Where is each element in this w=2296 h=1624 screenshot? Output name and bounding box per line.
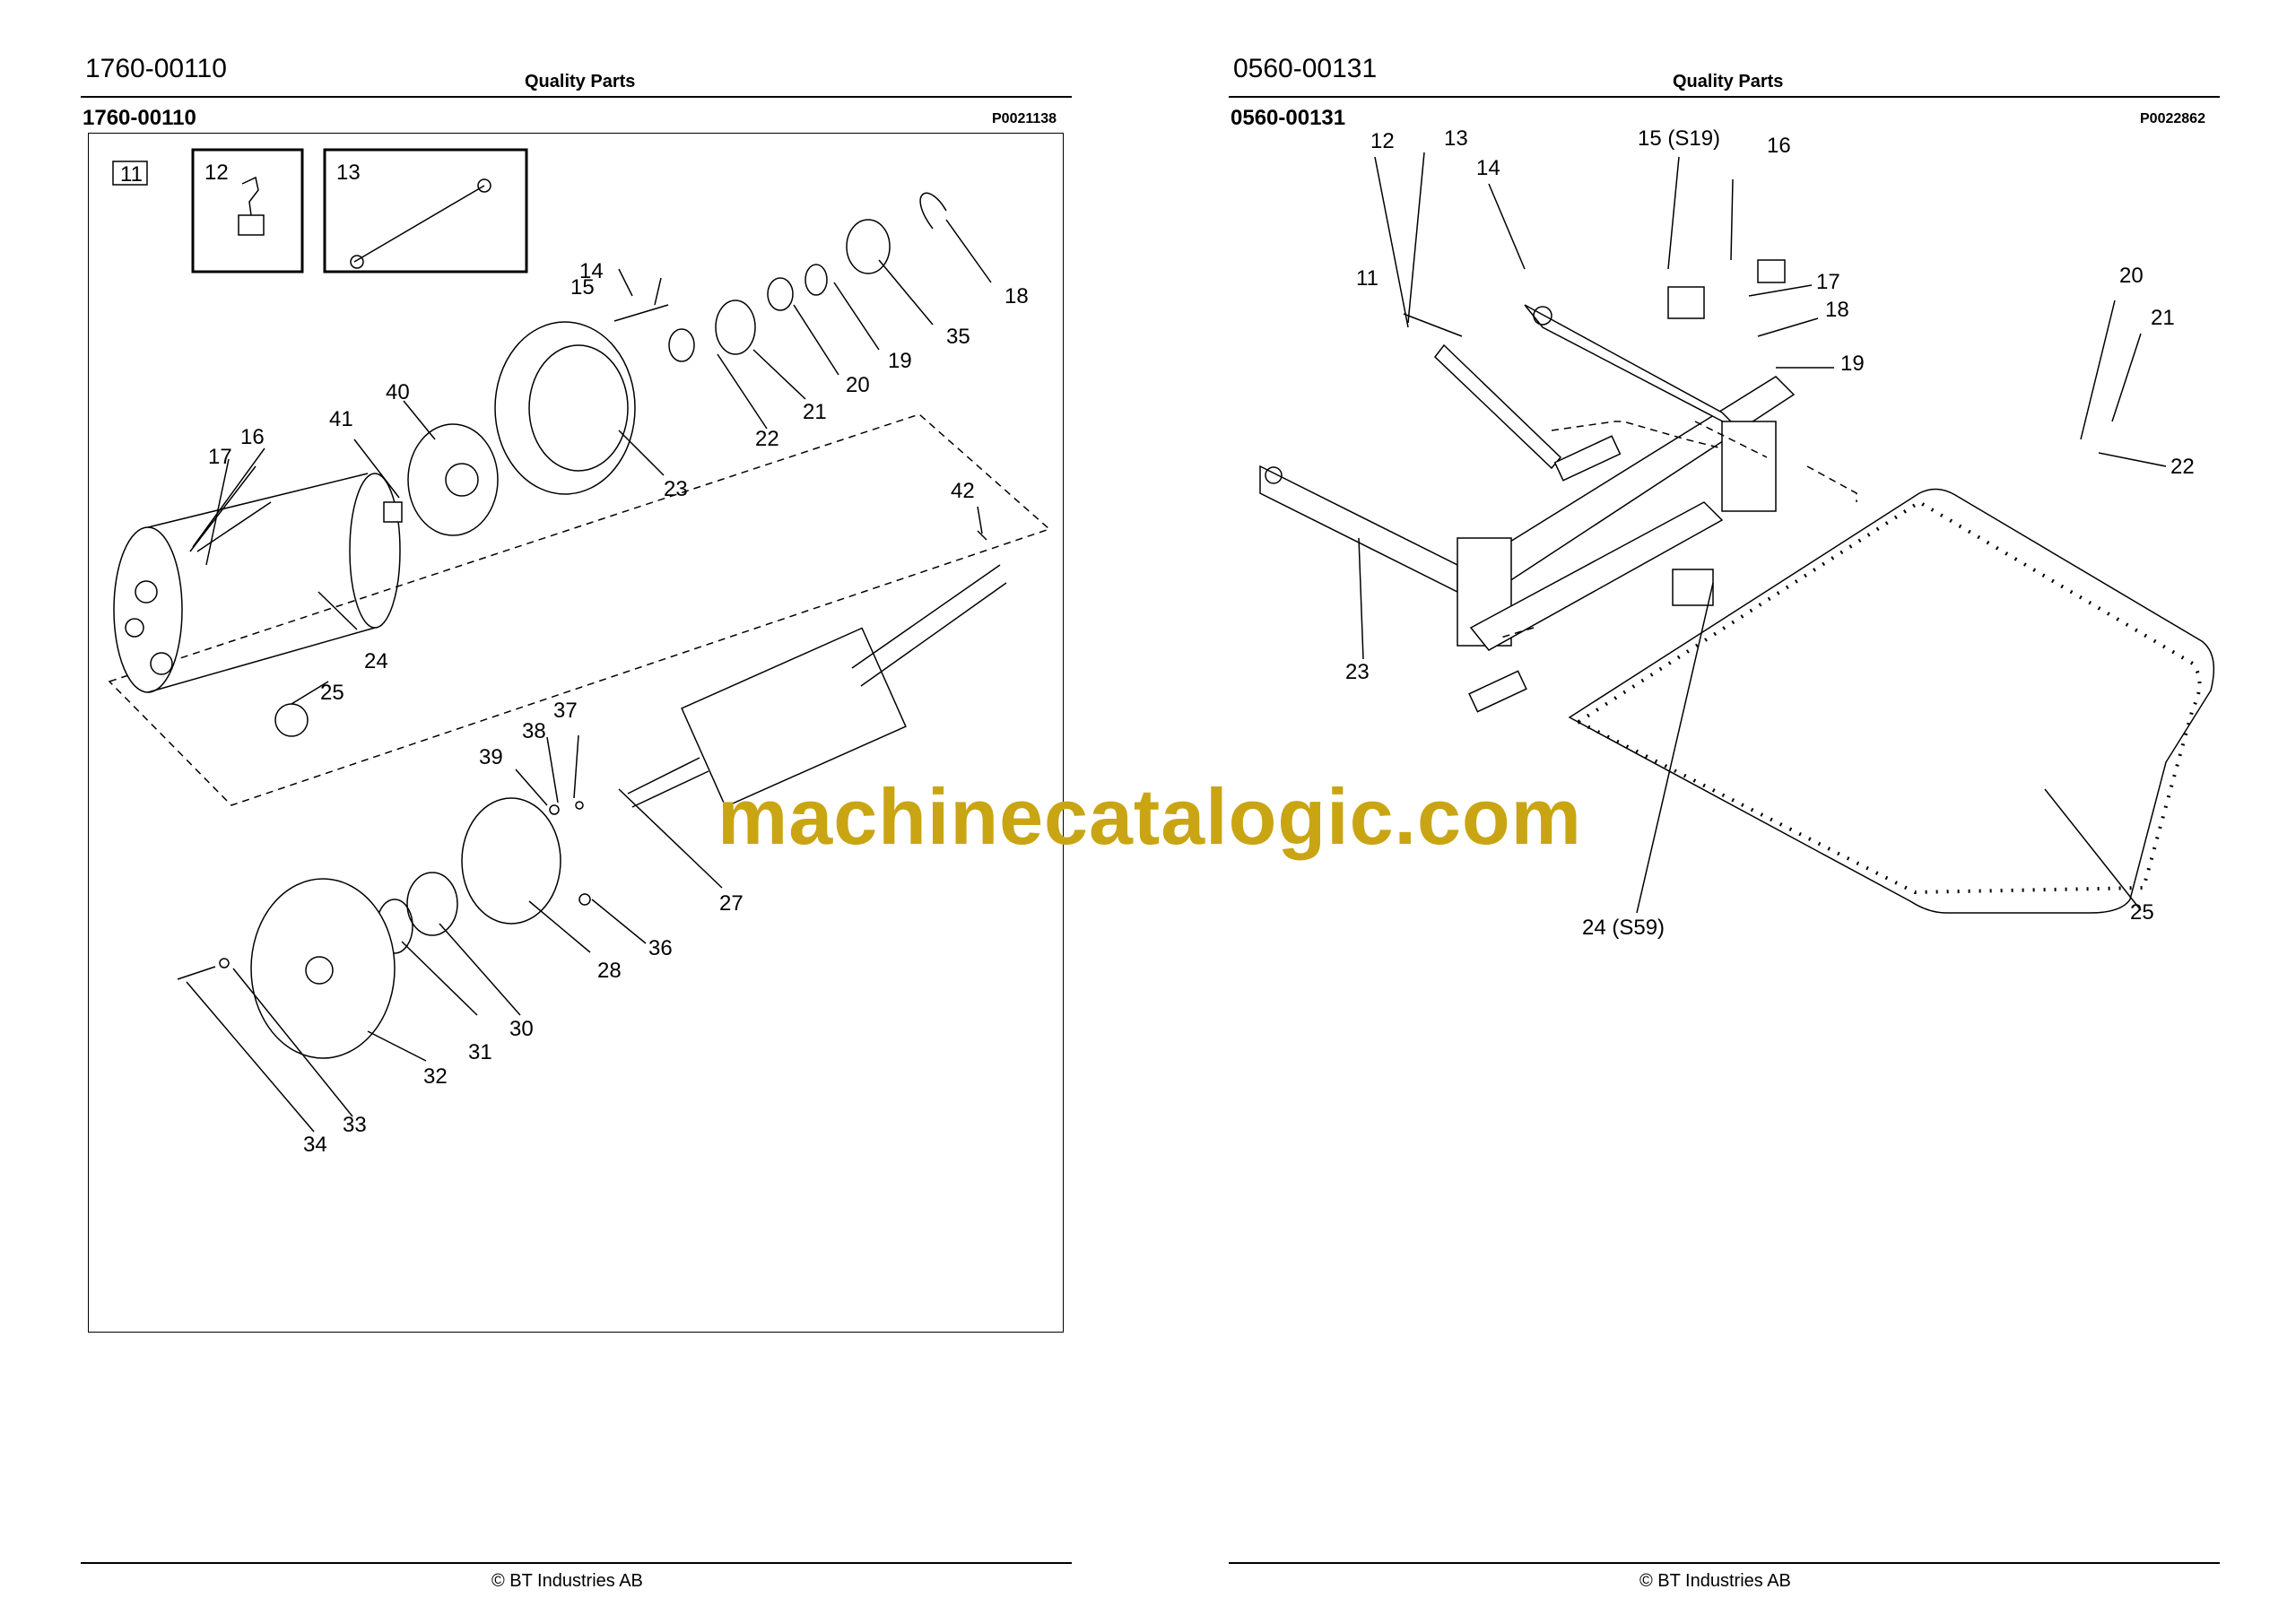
washer-33: [219, 958, 230, 968]
callout-34: 34: [303, 1133, 327, 1157]
callout-box-11: [112, 161, 148, 186]
right-page: 0560-00131 Quality Parts 0560-00131 P002…: [1148, 0, 2296, 1624]
callout-17: 17: [208, 445, 232, 469]
callout-28: 28: [597, 959, 622, 983]
footer-rule: [81, 1562, 1072, 1564]
footer-rule: [1229, 1562, 2220, 1564]
circlip-18: [919, 192, 947, 230]
callout-31: 31: [468, 1040, 492, 1064]
callout-24: 24 (S59): [1582, 916, 1665, 940]
part-16: [1757, 259, 1786, 283]
brush-holder-28: [461, 797, 561, 925]
frame-23: [1259, 304, 1796, 651]
callout-24: 24: [364, 649, 388, 673]
callout-23: 23: [664, 477, 688, 501]
callout-21: 21: [803, 400, 827, 424]
bearing-22: [668, 328, 695, 362]
callout-12: 12: [204, 161, 229, 185]
left-page: 1760-00110 Quality Parts 1760-00110 P002…: [81, 54, 1072, 1591]
callout-23: 23: [1345, 660, 1370, 684]
end-shield-23: [494, 321, 636, 495]
step-frame-diagram: 11 12 13 14 15 (S19) 16 17 18 19 20 21 2…: [1259, 126, 2215, 940]
callout-13: 13: [336, 161, 361, 185]
terminal-cables: [189, 465, 272, 552]
callout-37: 37: [553, 699, 578, 723]
section-number: 0560-00131: [1231, 106, 1346, 130]
header-rule: [81, 96, 1072, 98]
callout-15: 15: [570, 275, 595, 300]
document-number: 0560-00131: [1233, 54, 1378, 83]
callout-22: 22: [2170, 455, 2195, 479]
callout-35: 35: [946, 325, 970, 349]
callout-38: 38: [522, 719, 546, 743]
part-41: [383, 501, 403, 523]
pin-20: [1553, 435, 1622, 482]
header-title: Quality Parts: [1673, 72, 1784, 91]
inset-cable: [323, 148, 528, 274]
callout-19: 19: [888, 349, 912, 373]
callout-12: 12: [1370, 129, 1395, 153]
callout-13: 13: [1444, 126, 1468, 151]
fan-40: [407, 423, 499, 536]
callout-25: 25: [2130, 900, 2154, 925]
callout-20: 20: [2119, 264, 2144, 288]
callout-36: 36: [648, 936, 673, 960]
bracket-15: [1667, 286, 1705, 319]
part-25: [274, 703, 309, 737]
header-title: Quality Parts: [525, 72, 636, 91]
callout-41: 41: [329, 407, 353, 431]
brush-icon: [238, 176, 265, 236]
callout-39: 39: [479, 745, 503, 769]
footer-copyright: © BT Industries AB: [491, 1571, 643, 1591]
callout-30: 30: [509, 1017, 534, 1041]
ring-20: [767, 277, 794, 311]
picture-code: P0022862: [2140, 111, 2205, 126]
cable-icon: [353, 185, 485, 263]
callout-18: 18: [1825, 298, 1849, 322]
diagram-frame: [88, 133, 1064, 1333]
armature-27: [627, 564, 1007, 808]
callout-19: 19: [1840, 352, 1865, 376]
watermark-text: machinecatalogic.com: [718, 772, 1582, 861]
callout-20: 20: [846, 373, 870, 397]
callout-40: 40: [386, 380, 410, 404]
callout-42: 42: [951, 479, 975, 503]
callout-33: 33: [343, 1113, 367, 1137]
callout-11: 11: [120, 162, 143, 187]
inset-brush: [191, 148, 304, 274]
bracket-24: [1672, 569, 1714, 606]
motor-exploded-diagram: 11 12 13: [108, 148, 1051, 1157]
header-rule: [1229, 96, 2220, 98]
bearing-30: [406, 872, 458, 936]
ring-19: [804, 264, 828, 296]
callout-14: 14: [1476, 156, 1500, 180]
picture-code: P0021138: [992, 111, 1057, 126]
motor-housing: [113, 473, 401, 693]
step-plate-25: [1568, 488, 2215, 914]
gas-spring-11: [1433, 343, 1562, 470]
callout-16: 16: [240, 425, 265, 449]
key-42: [977, 530, 987, 541]
armature-group-outline: [108, 413, 1051, 806]
bearing-21: [715, 300, 756, 355]
bolt-14: [613, 304, 669, 322]
callout-21: 21: [2151, 306, 2175, 330]
callout-14: 14: [579, 259, 604, 283]
callout-15: 15 (S19): [1638, 126, 1720, 151]
section-number: 1760-00110: [83, 106, 196, 130]
end-cover-32: [250, 878, 396, 1059]
footer-copyright: © BT Industries AB: [1639, 1571, 1791, 1591]
callout-27: 27: [719, 891, 744, 916]
callout-22: 22: [755, 427, 779, 451]
callout-16: 16: [1767, 134, 1791, 158]
nut-36: [578, 893, 591, 906]
callout-11: 11: [1356, 266, 1378, 291]
callout-17: 17: [1816, 270, 1840, 294]
callout-25: 25: [320, 681, 344, 705]
screw-34: [177, 966, 216, 980]
callout-18: 18: [1004, 284, 1029, 308]
document-number: 1760-00110: [85, 54, 227, 83]
callout-32: 32: [423, 1064, 448, 1089]
